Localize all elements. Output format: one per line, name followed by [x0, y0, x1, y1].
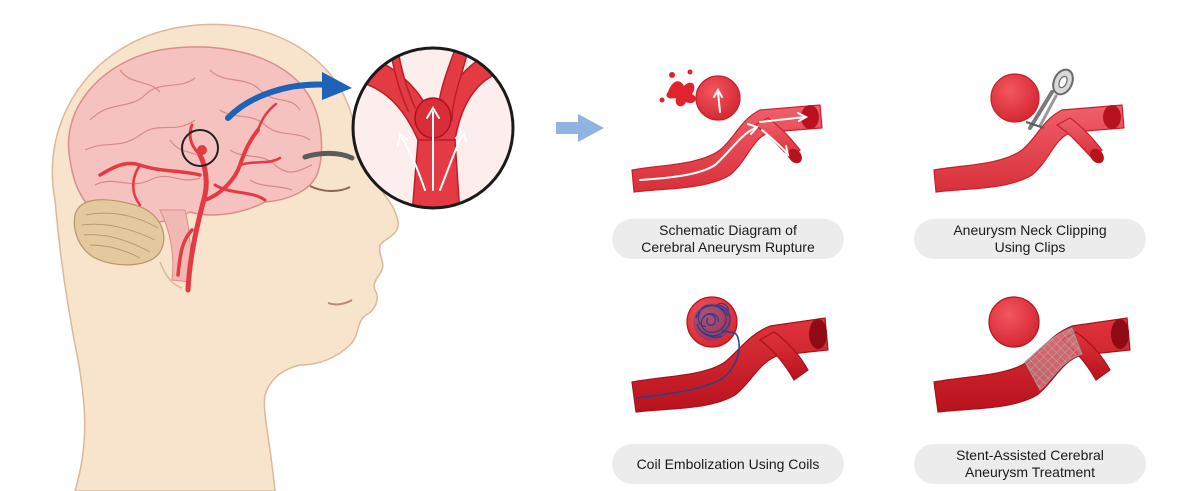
coil-icon	[693, 302, 731, 341]
caption-rupture-line2: Cerebral Aneurysm Rupture	[641, 239, 815, 255]
caption-rupture-line1: Schematic Diagram of	[659, 222, 797, 238]
eyebrow	[302, 150, 355, 161]
aneurysm-small	[197, 145, 207, 155]
selection-circle	[181, 129, 219, 167]
caption-clipping-line2: Using Clips	[994, 239, 1066, 255]
caption-rupture: Schematic Diagram of Cerebral Aneurysm R…	[612, 219, 844, 259]
clipping-diagram	[933, 68, 1125, 193]
caption-coil-line1: Coil Embolization Using Coils	[636, 455, 820, 472]
coil-diagram	[631, 296, 829, 413]
coil-catheter	[635, 329, 740, 399]
magnifier-circle	[351, 46, 515, 210]
caption-coil: Coil Embolization Using Coils	[612, 444, 844, 484]
brain	[67, 46, 323, 226]
stent-mesh-icon	[1024, 327, 1083, 391]
caption-clipping: Aneurysm Neck Clipping Using Clips	[914, 219, 1146, 259]
caption-clipping-line1: Aneurysm Neck Clipping	[953, 222, 1107, 238]
cerebellum-folds	[81, 212, 159, 259]
caption-stent-line1: Stent-Assisted Cerebral	[956, 447, 1104, 463]
eye	[309, 185, 351, 192]
rupture-diagram	[631, 69, 823, 193]
mouth	[327, 299, 353, 306]
ear-line	[159, 261, 183, 289]
rupture-splash-icon	[659, 69, 696, 107]
clip-icon	[1025, 68, 1074, 130]
caption-stent-line2: Aneurysm Treatment	[965, 464, 1095, 480]
brain-arteries	[98, 102, 282, 293]
stent-diagram	[933, 296, 1131, 413]
right-arrow-icon	[556, 114, 604, 142]
curved-arrow-icon	[225, 72, 352, 121]
head-illustration	[51, 23, 399, 491]
cerebellum	[73, 199, 165, 266]
caption-stent: Stent-Assisted Cerebral Aneurysm Treatme…	[914, 444, 1146, 484]
